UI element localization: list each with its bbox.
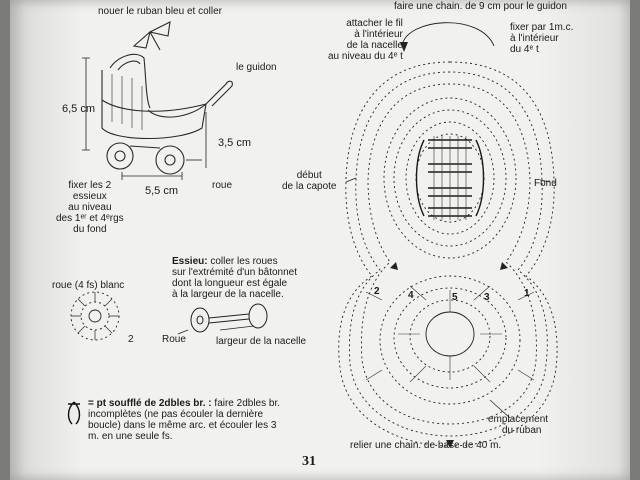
base-chain-instruction: relier une chain. de base de 40 m. xyxy=(350,440,502,451)
height-dimension: 6,5 cm xyxy=(62,103,96,115)
row-number: 3 xyxy=(484,292,490,303)
wheel-diagram xyxy=(70,291,120,341)
axle-diagram xyxy=(177,303,268,335)
attach-thread-note: attacher le fil à l'intérieur de la nace… xyxy=(328,18,403,62)
dimension-lines xyxy=(82,57,207,180)
row-number: 2 xyxy=(374,286,380,297)
fix-slipstitch-note: fixer par 1m.c. à l'intérieur du 4ᵉ t xyxy=(510,22,574,55)
axle-wheel-label: Roue xyxy=(162,334,186,345)
length-dimension: 5,5 cm xyxy=(145,185,179,197)
legend-puff-stitch: = pt soufflé de 2dbles br. : faire 2dble… xyxy=(88,398,281,442)
stroller-illustration xyxy=(101,21,233,175)
puff-stitch-symbol xyxy=(67,401,81,425)
hood-start-label: début de la capote xyxy=(282,170,337,192)
crochet-chart xyxy=(338,22,558,448)
page-number: 31 xyxy=(302,454,316,469)
ribbon-placement-label: emplacement du ruban xyxy=(488,414,549,436)
wheel-diagram-caption: roue (4 fs) blanc xyxy=(52,280,125,291)
pattern-page: nouer le ruban bleu et coller faire une … xyxy=(10,0,630,480)
handle-label: le guidon xyxy=(236,62,277,73)
axle-width-label: largeur de la nacelle xyxy=(216,336,307,347)
row-number: 1 xyxy=(524,288,530,299)
axle-instructions: Essieu: coller les roues sur l'extrémité… xyxy=(172,256,297,300)
diagram-canvas xyxy=(67,21,558,448)
wheel-label: roue xyxy=(212,180,233,191)
ribbon-instruction: nouer le ruban bleu et coller xyxy=(98,6,222,17)
base-label: Fond xyxy=(534,178,557,189)
row-number: 5 xyxy=(452,292,458,303)
handle-dimension: 3,5 cm xyxy=(218,137,252,149)
handle-chain-instruction: faire une chain. de 9 cm pour le guidon xyxy=(394,1,567,12)
axles-note: fixer les 2 essieux au niveau des 1ᵉʳ et… xyxy=(56,180,124,235)
row-number: 4 xyxy=(408,290,414,301)
wheel-diagram-row-number: 2 xyxy=(128,334,134,345)
